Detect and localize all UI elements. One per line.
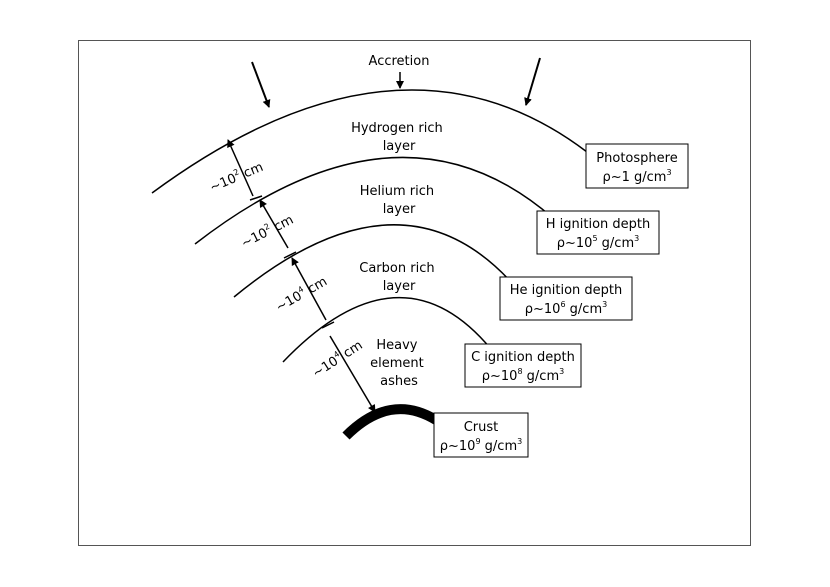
svg-text:ρ~105 g/cm3: ρ~105 g/cm3 — [557, 234, 639, 251]
h-ignition-arc — [194, 156, 554, 245]
accretion-title: Accretion — [369, 54, 430, 69]
depth-arrow-1 — [227, 139, 254, 197]
depth-label-3: ~104 cm — [273, 272, 330, 315]
crust-arc — [342, 404, 439, 440]
depth-label-4: ~104 cm — [309, 336, 366, 381]
svg-text:He ignition depth: He ignition depth — [510, 283, 623, 298]
hydrogen-layer-label: Hydrogen rich layer — [351, 121, 447, 154]
he-ignition-arc — [233, 224, 513, 298]
svg-text:Crust: Crust — [464, 420, 499, 435]
svg-text:C ignition depth: C ignition depth — [471, 350, 575, 365]
depth-arrow-4 — [329, 335, 376, 413]
svg-text:ρ~106 g/cm3: ρ~106 g/cm3 — [525, 300, 607, 317]
svg-text:ρ~109 g/cm3: ρ~109 g/cm3 — [440, 437, 522, 454]
heavy-ashes-label: Heavy element ashes — [370, 338, 428, 389]
svg-text:Photosphere: Photosphere — [596, 151, 677, 166]
h-ignition-box: H ignition depth ρ~105 g/cm3 — [536, 210, 660, 255]
he-ignition-box: He ignition depth ρ~106 g/cm3 — [499, 276, 633, 321]
accretion-arrow-left — [251, 61, 271, 108]
helium-layer-label: Helium rich layer — [360, 184, 439, 217]
depth-arrow-2 — [259, 199, 289, 249]
photosphere-box: Photosphere ρ~1 g/cm3 — [585, 143, 689, 189]
carbon-layer-label: Carbon rich layer — [359, 261, 438, 294]
depth-arrow-3 — [291, 257, 327, 321]
depth-ticks — [249, 195, 335, 329]
svg-text:H ignition depth: H ignition depth — [546, 217, 651, 232]
c-ignition-arc — [282, 296, 492, 363]
svg-text:ρ~108 g/cm3: ρ~108 g/cm3 — [482, 367, 564, 384]
depth-label-1: ~102 cm — [207, 158, 266, 196]
crust-box: Crust ρ~109 g/cm3 — [433, 412, 529, 458]
svg-text:ρ~1 g/cm3: ρ~1 g/cm3 — [602, 168, 671, 185]
c-ignition-box: C ignition depth ρ~108 g/cm3 — [464, 343, 582, 388]
depth-label-2: ~102 cm — [238, 211, 296, 252]
accretion-arrow-right — [524, 57, 541, 106]
diagram-frame — [78, 40, 751, 546]
photosphere-arc — [151, 89, 588, 194]
